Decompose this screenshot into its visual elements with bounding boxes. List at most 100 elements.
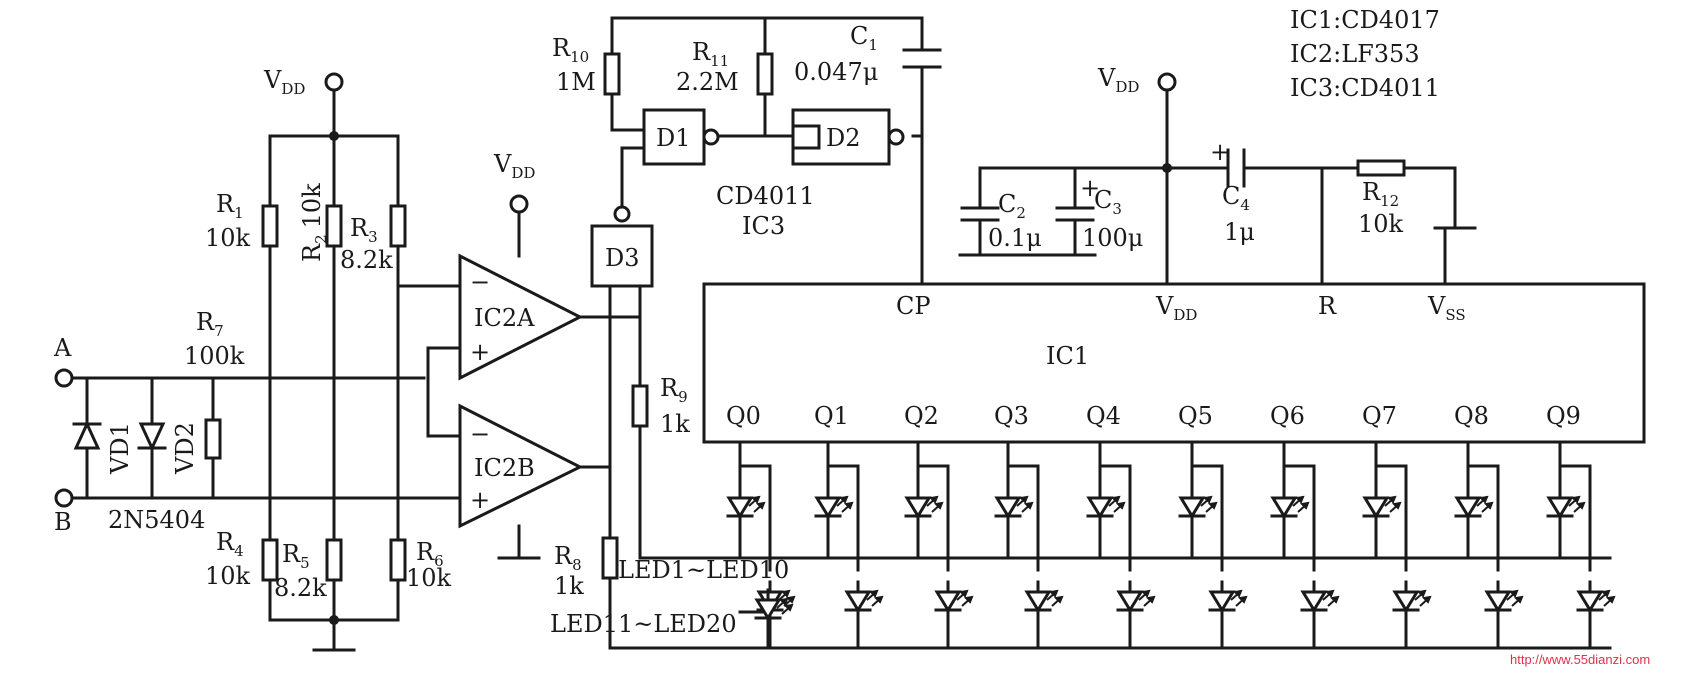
vdd-label-opamp: VDD (493, 150, 535, 182)
ic1-output-label: Q0 (726, 402, 761, 430)
r11-value: 2.2M (676, 68, 739, 96)
resistor-r4 (261, 538, 279, 582)
resistor-r2 (325, 204, 343, 248)
ic1-output-column (1454, 440, 1524, 650)
ic1-output-label: Q5 (1178, 402, 1213, 430)
ic1-output-column (1546, 440, 1616, 650)
c3-name: C3 (1094, 186, 1122, 218)
vdd-terminal-bridge (324, 72, 344, 92)
ic1-pin-vdd: VDD (1155, 292, 1197, 324)
junction-dots (329, 131, 1172, 625)
led-icon (994, 486, 1034, 534)
r6-value: 10k (406, 564, 452, 592)
terminals (54, 72, 1177, 508)
led-extra (738, 588, 794, 650)
diode-vd1 (72, 420, 102, 450)
r10-name: R10 (552, 34, 589, 66)
ic1-output-label: Q7 (1362, 402, 1397, 430)
gate-d3-bubble (613, 205, 631, 223)
ic1-output-column (1086, 440, 1156, 650)
led-icon (1116, 580, 1156, 628)
ic1-name: IC1 (1046, 342, 1089, 370)
ic1-output-column (814, 440, 884, 650)
r8-value: 1k (554, 572, 584, 600)
led-icon (1484, 580, 1524, 628)
resistor-r5 (325, 538, 343, 582)
c4-plus-sign: + (1210, 138, 1230, 166)
gate-d3 (590, 205, 654, 288)
r3-name: R3 (350, 214, 378, 246)
led-icon (1208, 580, 1248, 628)
ic2b-label: IC2B (474, 454, 535, 482)
led-icon (1576, 580, 1616, 628)
r9-value: 1k (660, 410, 690, 438)
vdd-terminal-counter (1157, 72, 1177, 92)
r2-label: R210k (298, 183, 330, 262)
c2-value: 0.1μ (988, 224, 1042, 252)
r1-value: 10k (205, 224, 251, 252)
diode-vd2-label: VD2 (171, 422, 199, 475)
gate-d1-label: D1 (656, 124, 691, 152)
opamp-ic2b (458, 403, 584, 529)
diode-vd1-label: VD1 (106, 422, 134, 475)
r9-name: R9 (660, 374, 688, 406)
r12-value: 10k (1358, 210, 1404, 238)
vdd-label-counter: VDD (1097, 64, 1139, 96)
led-array (726, 440, 1616, 650)
led-icon (1086, 486, 1126, 534)
watermark: http://www.55dianzi.com (1510, 652, 1650, 667)
counter-ic1-body (702, 282, 1646, 444)
gate-d1-bubble (702, 128, 720, 146)
r1-name: R1 (216, 190, 244, 222)
gate-d2-label: D2 (826, 124, 861, 152)
ic1-output-column (1178, 440, 1248, 650)
c1-value: 0.047μ (794, 58, 878, 86)
c4-name: C4 (1222, 182, 1250, 214)
terminal-b-label: B (54, 508, 72, 536)
gate-d3-label: D3 (605, 244, 640, 272)
vdd-label-bridge: VDD (263, 66, 305, 98)
legend-line-1: IC1:CD4017 (1290, 6, 1440, 34)
resistor-r8 (601, 536, 619, 580)
r5-value: 8.2k (274, 574, 327, 602)
r10-value: 1M (556, 68, 596, 96)
diode-part-label: 2N5404 (108, 506, 205, 534)
r12-name: R12 (1362, 178, 1399, 210)
c2-name: C2 (998, 190, 1026, 222)
gate-d1 (642, 108, 720, 166)
legend-line-3: IC3:CD4011 (1290, 74, 1440, 102)
resistor-r12 (1356, 159, 1406, 177)
ic1-output-label: Q2 (904, 402, 939, 430)
led-icon (1024, 580, 1064, 628)
led-icon (1546, 486, 1586, 534)
resistor-unnamed (204, 418, 222, 460)
ic1-pin-cp: CP (896, 292, 931, 320)
capacitors: + + (902, 48, 1246, 222)
gate-d2-bubble (887, 128, 905, 146)
r4-value: 10k (205, 562, 251, 590)
r4-name: R4 (216, 528, 244, 560)
led-icon (1270, 486, 1310, 534)
resistor-bodies (204, 52, 1406, 582)
resistor-r9 (631, 384, 649, 428)
led-icon (814, 486, 854, 534)
c1-name: C1 (850, 22, 878, 54)
r6-name: R6 (416, 538, 444, 570)
ic1-output-column (1362, 440, 1432, 650)
led-icon (1392, 580, 1432, 628)
labels: IC1:CD4017 IC2:LF353 IC3:CD4011 VDD VDD … (53, 6, 1650, 667)
resistor-r3 (389, 204, 407, 248)
r7-name: R7 (196, 308, 224, 340)
ic1-pin-vss: VSS (1427, 292, 1466, 324)
c3-value: 100μ (1082, 224, 1143, 252)
led-icon (904, 486, 944, 534)
terminal-b (54, 488, 74, 508)
ic2b-plus: + (470, 486, 490, 514)
ic1-output-column (994, 440, 1064, 650)
gate-chip-ref: IC3 (742, 212, 785, 240)
led-icon (1454, 486, 1494, 534)
led-icon (934, 580, 974, 628)
terminal-a-label: A (53, 334, 72, 362)
